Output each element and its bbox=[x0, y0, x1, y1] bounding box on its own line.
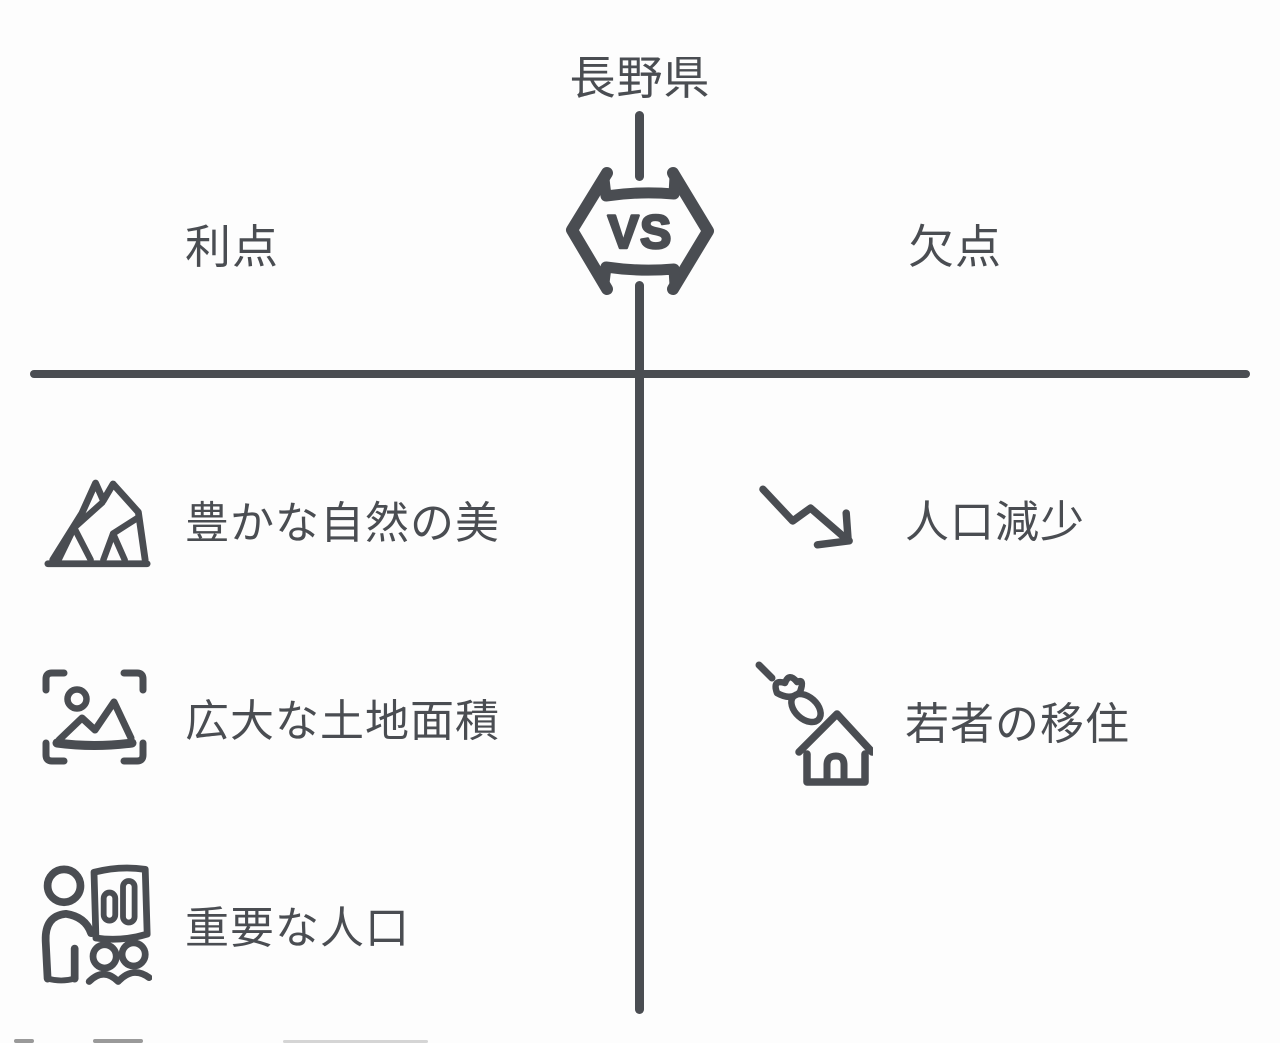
list-item-advantage-3: 重要な人口 bbox=[36, 859, 410, 988]
list-item-advantage-1: 豊かな自然の美 bbox=[44, 470, 500, 568]
list-item-disadvantage-2: 若者の移住 bbox=[751, 652, 1130, 788]
center-axis-top-segment bbox=[635, 111, 644, 181]
watermark-fragment bbox=[283, 1040, 428, 1043]
list-item-label: 若者の移住 bbox=[905, 700, 1130, 749]
list-item-label: 重要な人口 bbox=[185, 903, 410, 953]
page-title: 長野県 bbox=[569, 52, 711, 104]
list-item-label: 豊かな自然の美 bbox=[185, 499, 500, 548]
landscape-photo-icon bbox=[37, 664, 152, 770]
declining-trend-arrow-icon bbox=[757, 483, 868, 553]
list-item-label: 人口減少 bbox=[905, 498, 1085, 547]
list-item-advantage-2: 広大な土地面積 bbox=[37, 664, 500, 770]
watermark-fragment bbox=[93, 1039, 143, 1043]
horizontal-divider bbox=[30, 370, 1250, 378]
disadvantages-heading: 欠点 bbox=[908, 221, 1002, 273]
advantages-heading: 利点 bbox=[185, 221, 279, 273]
moving-out-house-icon bbox=[751, 652, 873, 788]
presentation-audience-icon bbox=[36, 859, 152, 988]
watermark-fragment bbox=[14, 1039, 34, 1043]
list-item-label: 広大な土地面積 bbox=[185, 697, 500, 746]
vs-label: VS bbox=[608, 205, 673, 258]
mountain-icon bbox=[44, 470, 151, 568]
vs-badge-icon: VS bbox=[566, 167, 714, 295]
list-item-disadvantage-1: 人口減少 bbox=[757, 483, 1085, 553]
center-axis-bottom-segment bbox=[635, 281, 644, 1014]
